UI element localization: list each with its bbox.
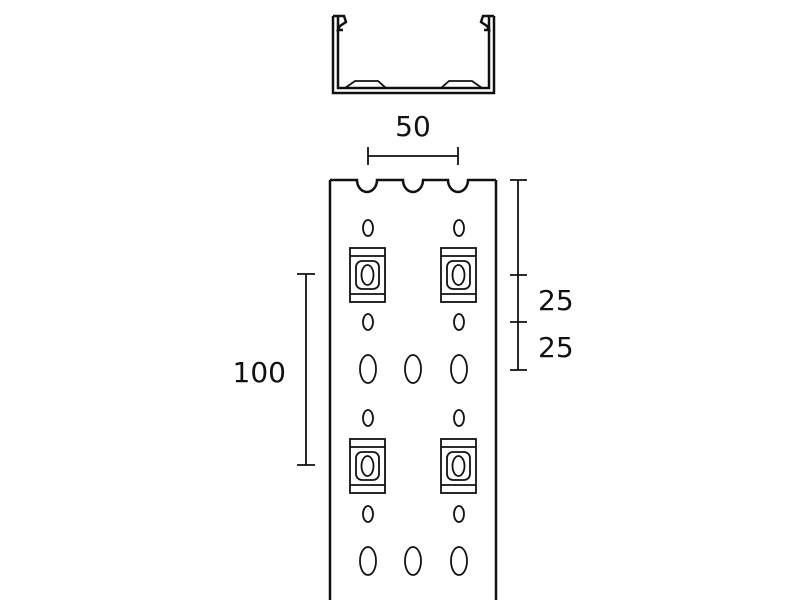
large-slot bbox=[450, 354, 468, 384]
lower-gap-label: 25 bbox=[538, 331, 574, 364]
mounting-bracket bbox=[440, 438, 477, 494]
small-slot bbox=[362, 219, 374, 237]
pitch-label: 100 bbox=[233, 356, 286, 389]
tray-side-view bbox=[328, 178, 498, 600]
small-slot bbox=[362, 409, 374, 427]
small-slot bbox=[453, 505, 465, 523]
mounting-bracket bbox=[349, 438, 386, 494]
tray-cross-section bbox=[331, 14, 496, 95]
right-dimension: 25 25 bbox=[510, 179, 574, 371]
upper-gap-label: 25 bbox=[538, 284, 574, 317]
mounting-bracket bbox=[440, 247, 477, 303]
left-dimension: 100 bbox=[233, 273, 315, 466]
large-slot bbox=[359, 546, 377, 576]
mounting-bracket bbox=[349, 247, 386, 303]
large-slot bbox=[359, 354, 377, 384]
small-slot bbox=[362, 505, 374, 523]
large-slot bbox=[404, 354, 422, 384]
small-slot bbox=[362, 313, 374, 331]
small-slot bbox=[453, 409, 465, 427]
width-label: 50 bbox=[395, 110, 431, 143]
large-slot bbox=[450, 546, 468, 576]
large-slot bbox=[404, 546, 422, 576]
small-slot bbox=[453, 219, 465, 237]
small-slot bbox=[453, 313, 465, 331]
width-dimension: 50 bbox=[367, 110, 459, 165]
